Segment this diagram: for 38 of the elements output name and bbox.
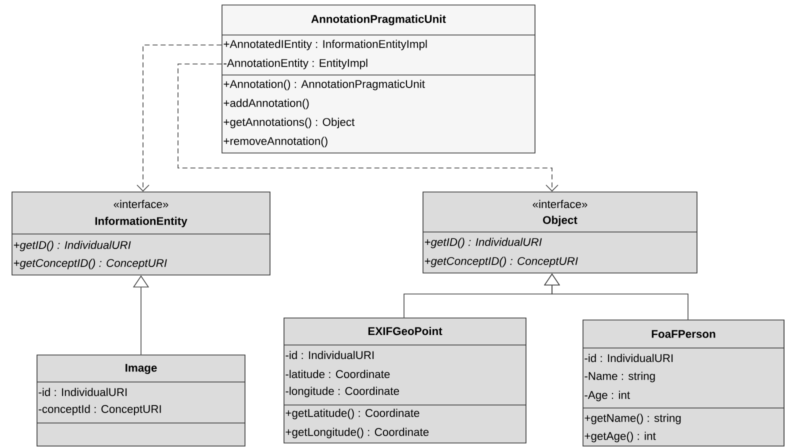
dependency-arrow: [178, 64, 558, 192]
operation: +getAge() : int: [584, 432, 656, 442]
class-box: [284, 318, 526, 444]
class-name: Object: [543, 216, 578, 226]
dependency-arrow: [136, 44, 222, 192]
attribute: -latitude : Coordinate: [286, 370, 390, 378]
attribute: -conceptId : ConceptURI: [38, 404, 161, 416]
attribute: +AnnotatedIEntity : InformationEntityImpl: [224, 40, 427, 50]
attribute: -AnnotationEntity : EntityImpl: [224, 58, 368, 70]
stereotype: «interface»: [532, 200, 588, 208]
class-box: [222, 4, 536, 154]
operation: +getID() : IndividualURI: [14, 240, 131, 252]
class-box: [36, 354, 246, 446]
attribute: -longitude : Coordinate: [286, 386, 400, 398]
operation: +getLatitude() : Coordinate: [286, 408, 420, 420]
operation: +getID() : IndividualURI: [424, 238, 542, 248]
operation: +removeAnnotation(): [224, 136, 328, 148]
class-name: AnnotationPragmaticUnit: [311, 14, 446, 26]
operation: +getConceptID() : ConceptURI: [14, 258, 167, 270]
operation: +getConceptID() : ConceptURI: [424, 256, 578, 268]
operation: +addAnnotation(): [224, 98, 309, 110]
class-box: [12, 192, 270, 276]
operation: +getLongitude() : Coordinate: [286, 428, 429, 438]
class-box: [422, 192, 698, 274]
class-name: FoaFPerson: [652, 330, 716, 338]
class-name: EXIFGeoPoint: [368, 326, 442, 336]
attribute: -id : IndividualURI: [286, 350, 374, 360]
operation: +getName() : string: [584, 414, 681, 424]
class-box: [582, 320, 784, 446]
attribute: -id : IndividualURI: [584, 354, 673, 362]
attribute: -id : IndividualURI: [38, 388, 127, 396]
stereotype: «interface»: [114, 200, 168, 208]
class-name: Image: [126, 364, 157, 374]
operation: +getAnnotations() : Object: [224, 118, 355, 128]
attribute: -Age : int: [584, 390, 630, 402]
operation: +Annotation() : AnnotationPragmaticUnit: [224, 80, 425, 90]
class-name: InformationEntity: [95, 216, 188, 228]
attribute: -Name : string: [584, 372, 655, 382]
